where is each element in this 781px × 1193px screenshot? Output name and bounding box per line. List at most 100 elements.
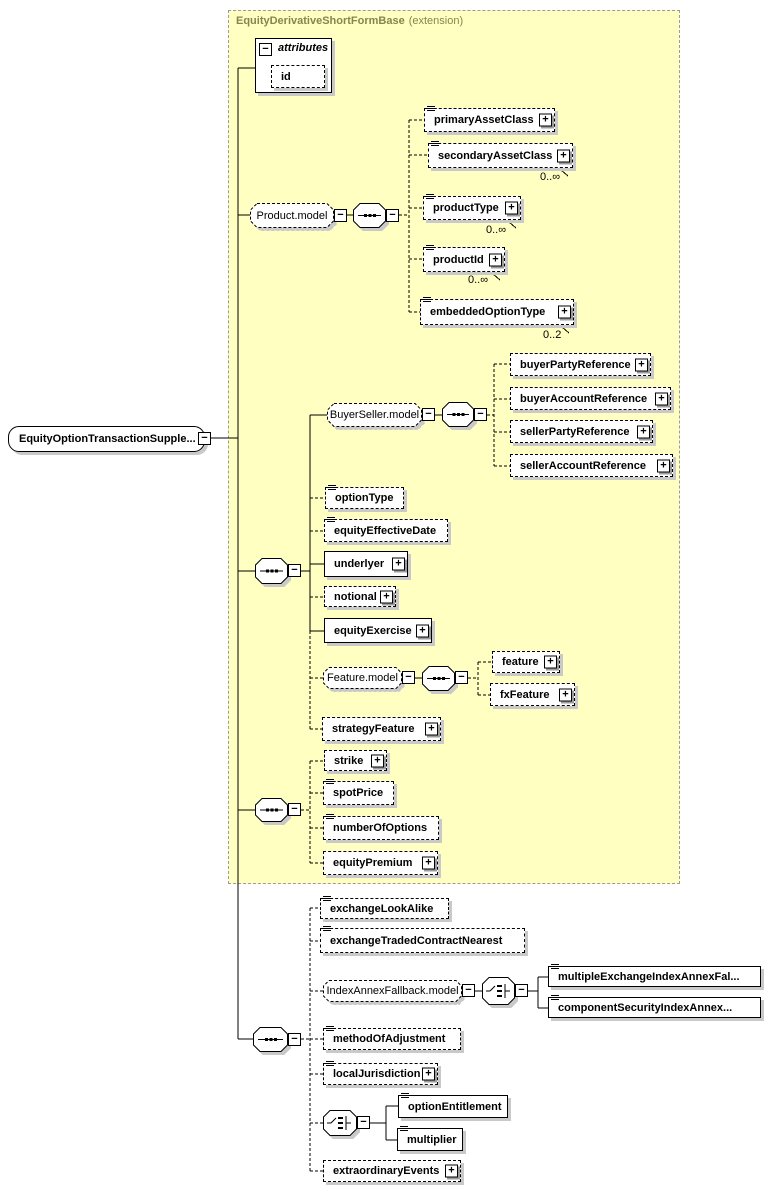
collapse-icon[interactable]: −: [515, 984, 528, 997]
group-feature-model[interactable]: Feature.model: [323, 667, 402, 689]
choice-icon: [482, 977, 515, 1005]
collapse-icon[interactable]: −: [462, 984, 475, 997]
base-type-name: EquityDerivativeShortFormBase: [236, 15, 405, 27]
element-label: buyerPartyReference: [520, 358, 631, 371]
element-fxFeature[interactable]: fxFeature +: [490, 683, 575, 706]
sequence-indicator[interactable]: [422, 666, 455, 691]
expand-icon[interactable]: +: [416, 624, 429, 637]
expand-icon[interactable]: +: [425, 722, 438, 736]
simple-type-icon: [326, 814, 334, 819]
expand-icon[interactable]: +: [380, 590, 393, 603]
element-equityPremium[interactable]: equityPremium+: [323, 851, 438, 875]
element-equityEffectiveDate[interactable]: equityEffectiveDate: [324, 517, 448, 542]
element-productId[interactable]: productId+: [423, 245, 505, 272]
collapse-icon[interactable]: −: [422, 408, 435, 421]
element-sellerPartyReference[interactable]: sellerPartyReference+: [510, 420, 653, 443]
element-exchangeLookAlike[interactable]: exchangeLookAlike: [320, 896, 449, 919]
attributes-label: attributes: [278, 42, 329, 54]
element-label: exchangeTradedContractNearest: [330, 934, 503, 947]
sequence-indicator[interactable]: [255, 558, 288, 584]
element-optionType[interactable]: optionType: [325, 485, 404, 509]
group-buyerseller-model[interactable]: BuyerSeller.model: [327, 403, 422, 427]
element-numberOfOptions[interactable]: numberOfOptions: [323, 814, 439, 840]
collapse-icon[interactable]: −: [259, 43, 272, 56]
element-spotPrice[interactable]: spotPrice: [323, 779, 394, 805]
collapse-icon[interactable]: −: [288, 1033, 301, 1046]
element-primaryAssetClass[interactable]: primaryAssetClass +: [424, 106, 555, 132]
simple-type-icon: [426, 194, 434, 199]
expand-icon[interactable]: +: [559, 688, 572, 701]
collapse-icon[interactable]: −: [288, 803, 301, 816]
element-buyerAccountReference[interactable]: buyerAccountReference+: [510, 387, 671, 410]
root-element[interactable]: EquityOptionTransactionSupple...: [8, 426, 205, 452]
collapse-icon[interactable]: −: [386, 209, 399, 222]
choice-icon: [323, 1110, 357, 1136]
element-label: methodOfAdjustment: [333, 1033, 446, 1045]
element-label: underlyer: [334, 558, 385, 570]
simple-type-icon: [328, 485, 336, 490]
expand-icon[interactable]: +: [539, 113, 552, 127]
collapse-icon[interactable]: −: [198, 432, 211, 445]
element-secondaryAssetClass[interactable]: secondaryAssetClass+: [428, 141, 573, 168]
group-label: BuyerSeller.model: [329, 409, 420, 421]
expand-icon[interactable]: +: [422, 1067, 435, 1081]
element-componentSecurityIndexAnnexFallback[interactable]: componentSecurityIndexAnnex...: [548, 995, 761, 1018]
expand-icon[interactable]: +: [371, 754, 384, 767]
collapse-icon[interactable]: −: [357, 1116, 370, 1129]
element-buyerPartyReference[interactable]: buyerPartyReference +: [510, 353, 651, 376]
element-label: embeddedOptionType: [430, 306, 546, 318]
expand-icon[interactable]: +: [392, 557, 405, 571]
element-methodOfAdjustment[interactable]: methodOfAdjustment: [323, 1026, 461, 1050]
element-multipleExchangeIndexAnnexFallback[interactable]: multipleExchangeIndexAnnexFal...: [548, 964, 761, 987]
element-label: fxFeature: [500, 688, 550, 701]
element-label: notional: [334, 590, 377, 603]
collapse-icon[interactable]: −: [474, 408, 487, 421]
expand-icon[interactable]: +: [655, 392, 668, 405]
collapse-icon[interactable]: −: [402, 671, 415, 684]
element-localJurisdiction[interactable]: localJurisdiction+: [323, 1061, 438, 1085]
expand-icon[interactable]: +: [422, 856, 435, 870]
element-embeddedOptionType[interactable]: embeddedOptionType +: [420, 297, 574, 325]
element-extraordinaryEvents[interactable]: extraordinaryEvents+: [323, 1160, 461, 1182]
element-equityExercise[interactable]: equityExercise+: [324, 618, 432, 643]
element-label: feature: [502, 656, 539, 668]
element-multiplier[interactable]: multiplier: [397, 1126, 463, 1151]
group-indexannexfallback-model[interactable]: IndexAnnexFallback.model: [323, 980, 462, 1002]
element-notional[interactable]: notional+: [324, 586, 396, 607]
expand-icon[interactable]: +: [489, 253, 502, 266]
sequence-indicator[interactable]: [253, 1027, 288, 1052]
expand-icon[interactable]: +: [558, 305, 571, 319]
sequence-indicator[interactable]: [353, 203, 386, 228]
expand-icon[interactable]: +: [637, 425, 650, 438]
element-feature[interactable]: feature +: [492, 651, 560, 673]
sequence-icon: [253, 1027, 288, 1052]
collapse-icon[interactable]: −: [288, 564, 301, 577]
expand-icon[interactable]: +: [557, 149, 570, 162]
extension-container: [228, 10, 680, 884]
octagon-outline: [327, 403, 422, 427]
element-strategyFeature[interactable]: strategyFeature+: [322, 717, 441, 741]
attribute-id[interactable]: id: [271, 65, 325, 88]
expand-icon[interactable]: +: [544, 655, 557, 669]
sequence-indicator[interactable]: [255, 798, 288, 822]
collapse-icon[interactable]: −: [334, 209, 347, 222]
element-exchangeTradedContractNearest[interactable]: exchangeTradedContractNearest: [320, 926, 525, 953]
expand-icon[interactable]: +: [635, 358, 648, 371]
element-label: primaryAssetClass: [434, 114, 534, 126]
element-productType[interactable]: productType+: [423, 194, 521, 220]
choice-indicator[interactable]: [482, 977, 515, 1005]
element-strike[interactable]: strike+: [324, 750, 387, 771]
choice-indicator[interactable]: [323, 1110, 357, 1136]
simple-type-icon: [551, 964, 559, 969]
group-product-model[interactable]: Product.model: [250, 203, 334, 228]
expand-icon[interactable]: +: [445, 1164, 458, 1178]
collapse-icon[interactable]: −: [455, 671, 468, 684]
expand-icon[interactable]: +: [657, 459, 670, 472]
sequence-indicator[interactable]: [442, 402, 474, 427]
expand-icon[interactable]: +: [505, 201, 518, 215]
element-sellerAccountReference[interactable]: sellerAccountReference+: [510, 454, 673, 477]
element-optionEntitlement[interactable]: optionEntitlement: [398, 1093, 508, 1118]
element-underlyer[interactable]: underlyer +: [324, 551, 408, 577]
octagon-outline: [250, 203, 334, 228]
element-label: multiplier: [407, 1133, 457, 1146]
